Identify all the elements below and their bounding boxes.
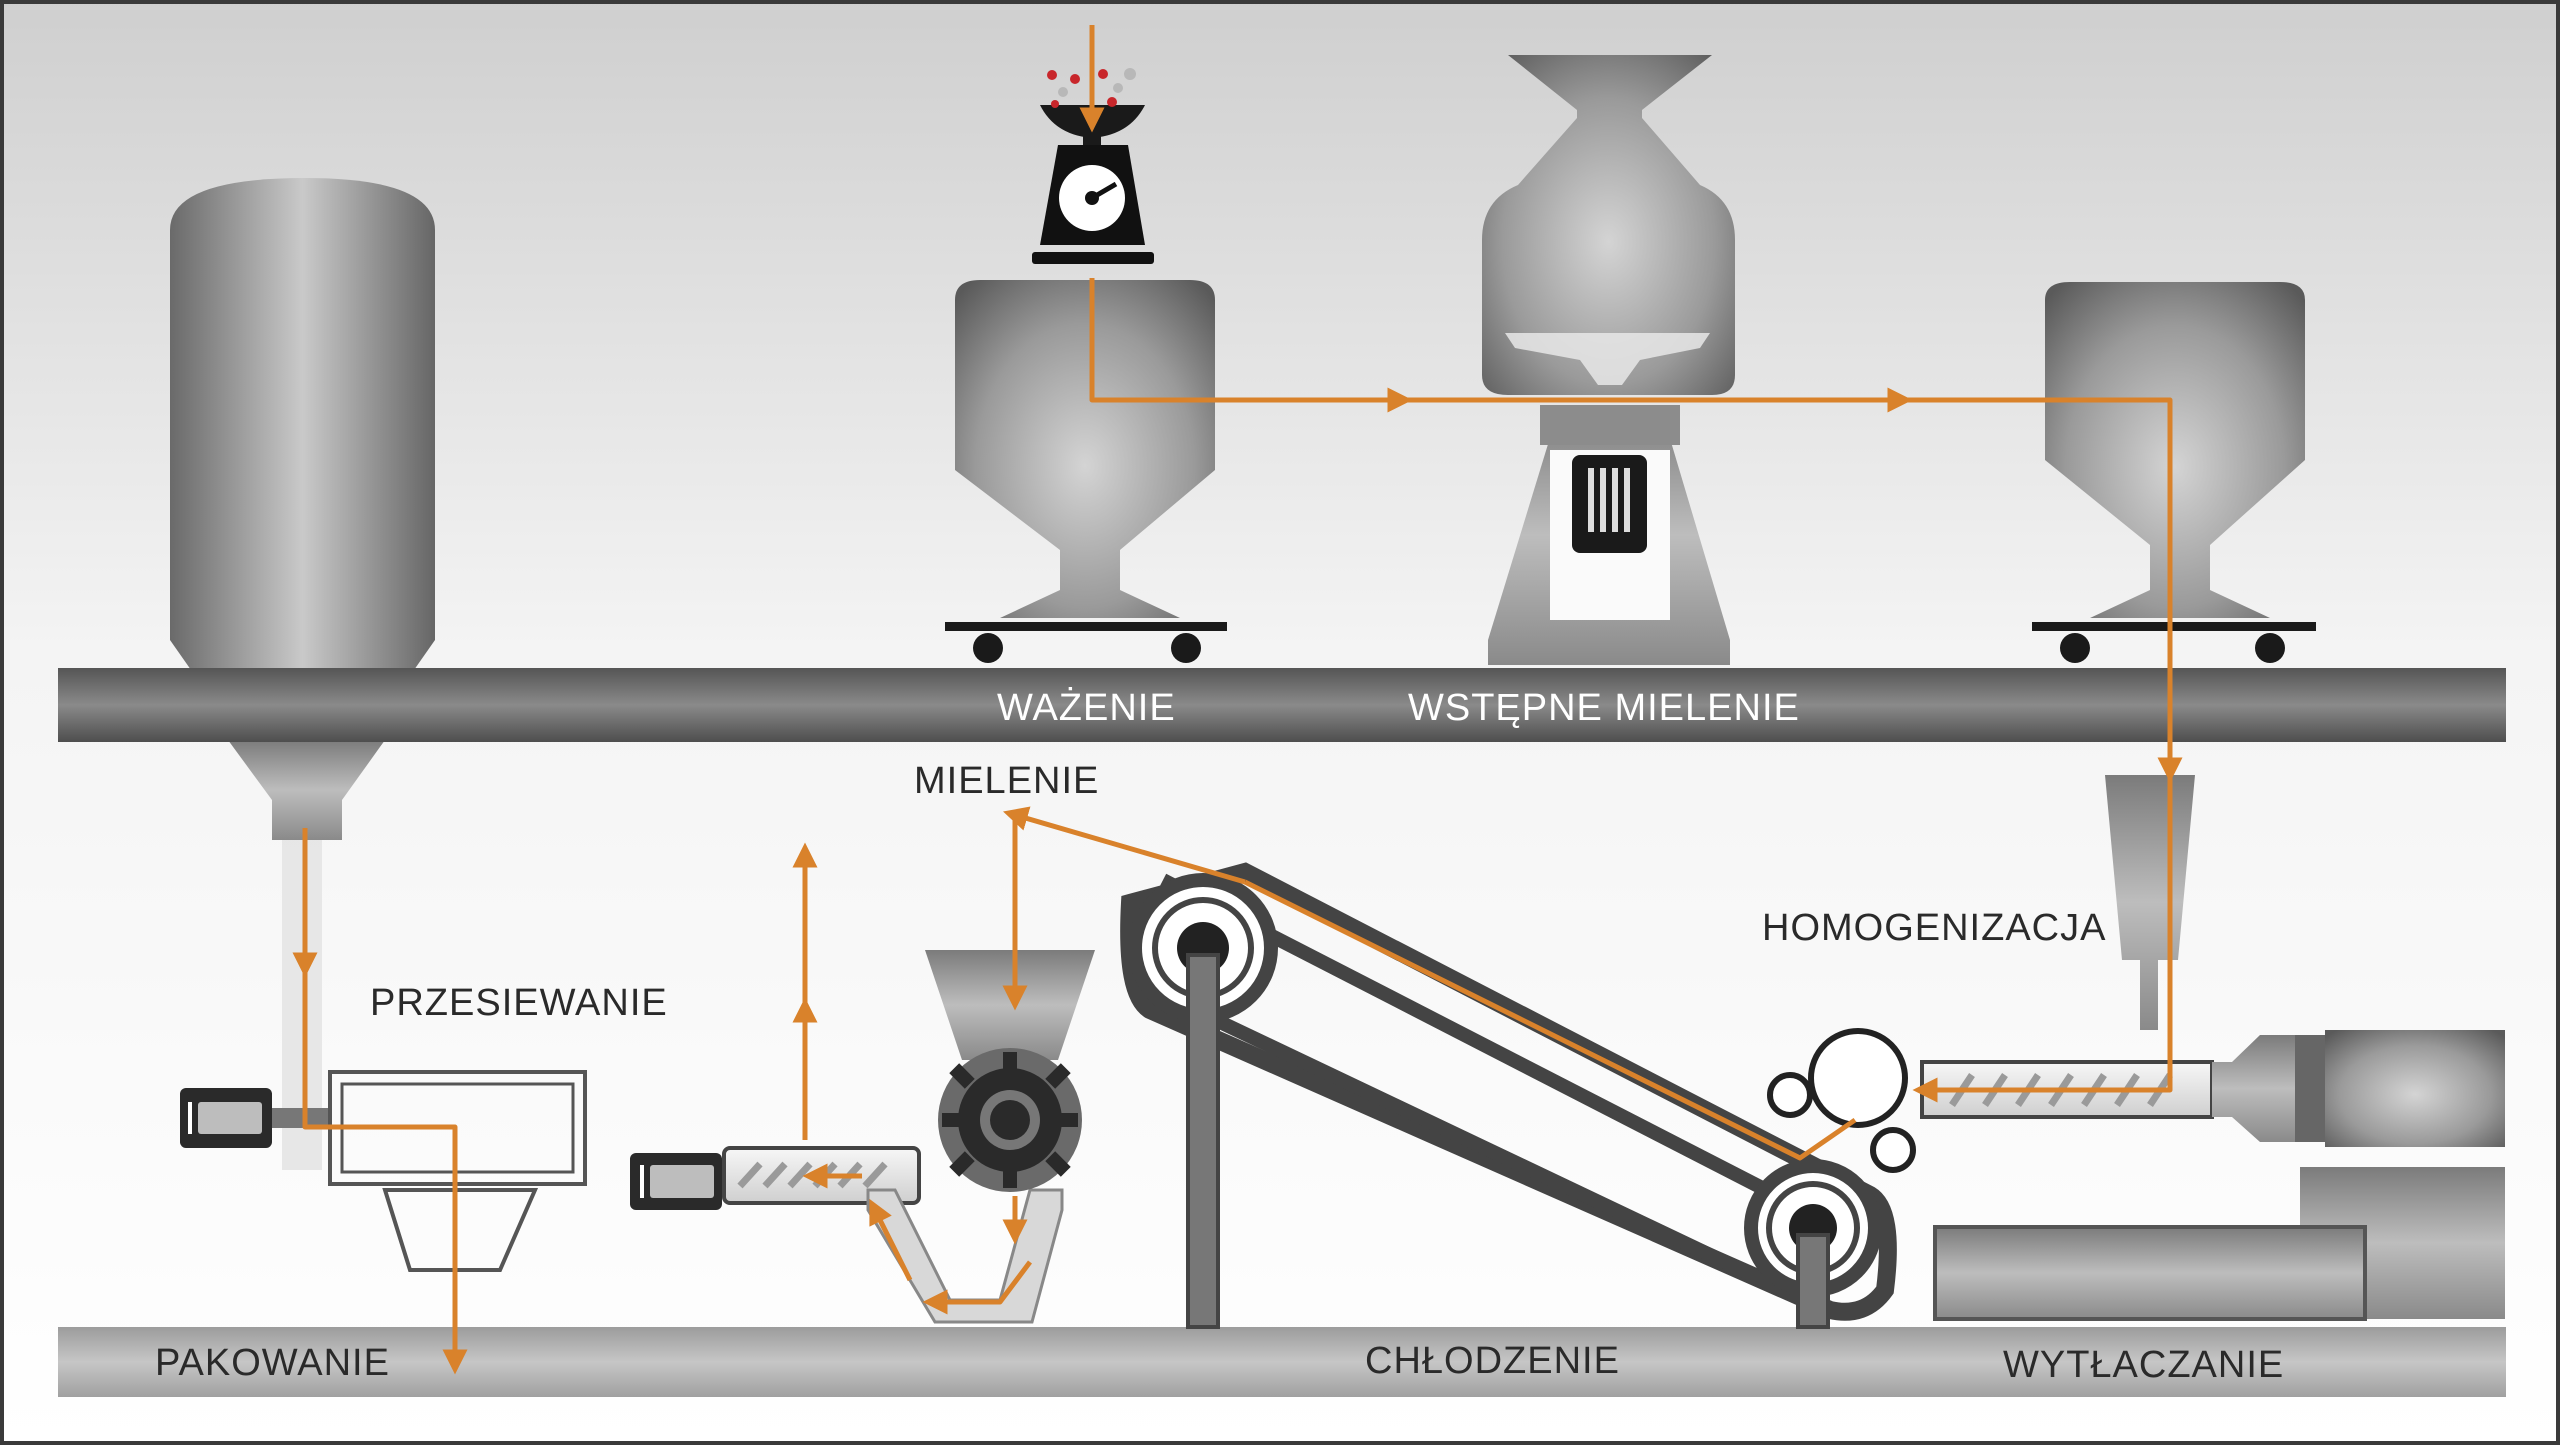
label-extrusion: WYTŁACZANIE [2003, 1344, 2284, 1386]
electric-motor-icon [180, 1088, 272, 1148]
label-cooling: CHŁODZENIE [1365, 1340, 1620, 1382]
cooling-conveyor [1120, 862, 1897, 1329]
label-premixing: WSTĘPNE MIELENIE [1408, 687, 1800, 729]
cart-wheel [973, 633, 1003, 663]
label-milling: MIELENIE [914, 760, 1099, 802]
cart-wheel [2255, 633, 2285, 663]
electric-motor-icon [630, 1153, 722, 1210]
label-weighing: WAŻENIE [997, 686, 1176, 729]
label-sieving: PRZESIEWANIE [370, 982, 668, 1024]
premixing-mill [1482, 55, 1735, 665]
material-flow [292, 25, 2183, 1375]
upper-floor-beam [58, 668, 2506, 742]
label-homogenization: HOMOGENIZACJA [1762, 907, 2106, 949]
cart-wheel [2060, 633, 2090, 663]
electric-motor-icon [1572, 455, 1647, 553]
cart-wheel [1171, 633, 1201, 663]
homogenization-container [2032, 282, 2316, 663]
label-packing: PAKOWANIE [155, 1342, 390, 1384]
calender-rolls [1767, 1028, 1916, 1173]
gear-icon [942, 1052, 1078, 1188]
cart-platform [2032, 622, 2316, 631]
weighing-container [945, 280, 1227, 663]
cart-platform [945, 622, 1227, 631]
